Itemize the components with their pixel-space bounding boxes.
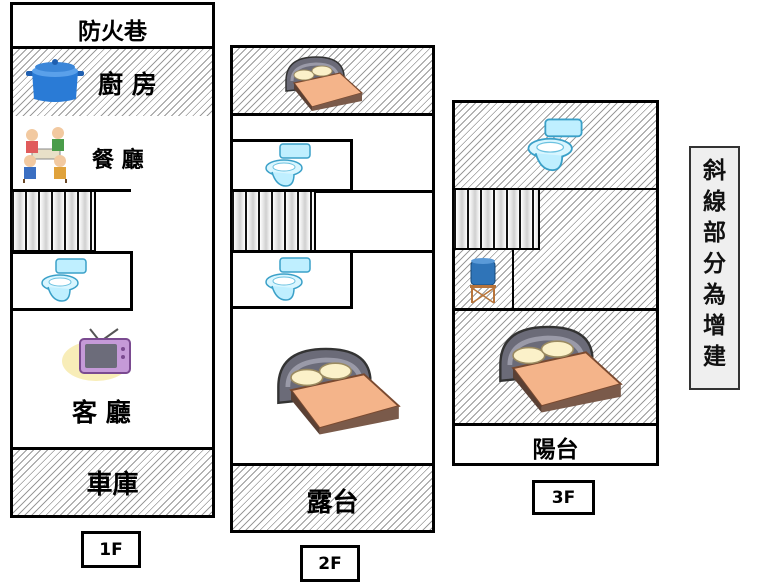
note-char: 部 — [703, 220, 726, 246]
living-room-label: 客 廳 — [72, 398, 131, 427]
note-char: 為 — [703, 282, 726, 308]
kitchen-label: 廚 房 — [98, 70, 157, 99]
garage — [10, 447, 215, 518]
staircase — [10, 190, 96, 252]
fire-alley-label: 防火巷 — [78, 19, 147, 45]
toilet-icon — [527, 118, 583, 172]
note-char: 分 — [703, 251, 726, 277]
partition-wall — [455, 308, 656, 311]
balcony — [455, 426, 656, 463]
bed-icon — [499, 325, 623, 413]
bed-icon — [285, 56, 364, 111]
stair-wall — [316, 250, 435, 253]
water-tank-icon — [470, 258, 496, 304]
legend-note: 斜 線 部 分 為 增 建 — [689, 146, 740, 390]
dining-people-icon — [23, 127, 67, 183]
note-char: 建 — [703, 344, 726, 370]
floor-tag-3f: 3F — [532, 480, 595, 515]
garage-label: 車庫 — [86, 470, 139, 500]
dining-label: 餐 廳 — [92, 148, 144, 173]
note-char: 線 — [703, 189, 726, 215]
hall-wall — [233, 113, 432, 116]
staircase — [230, 190, 316, 252]
toilet-icon — [265, 143, 311, 187]
floor-tag-1f: 1F — [81, 531, 141, 568]
note-char: 增 — [703, 313, 726, 339]
staircase — [452, 188, 540, 250]
stair-wall — [233, 190, 435, 193]
balcony-label: 露台 — [306, 488, 359, 518]
toilet-icon — [41, 258, 87, 302]
toilet-icon — [265, 257, 311, 301]
fire-alley: 防火巷 — [10, 2, 215, 49]
balcony-label: 陽台 — [532, 437, 579, 463]
note-char: 斜 — [703, 158, 726, 184]
television-icon — [62, 328, 131, 381]
partition-wall — [455, 423, 656, 426]
floor-tag-2f: 2F — [300, 545, 360, 582]
balcony — [230, 463, 435, 533]
bed-icon — [277, 347, 401, 435]
partition-wall — [455, 188, 656, 190]
partition-wall — [512, 250, 514, 310]
cooking-pot-icon — [26, 59, 84, 102]
